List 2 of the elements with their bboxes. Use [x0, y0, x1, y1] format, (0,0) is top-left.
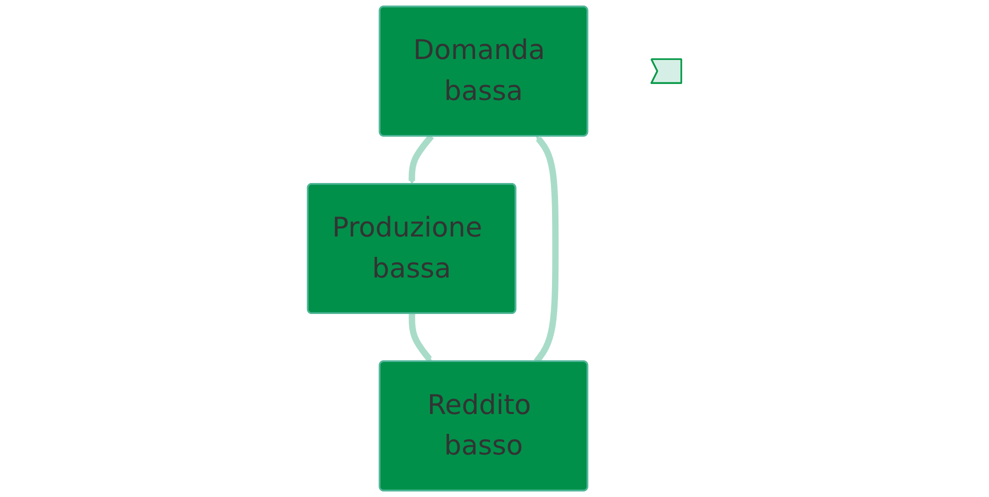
- arrow: [408, 134, 434, 184]
- arrow: [408, 314, 432, 362]
